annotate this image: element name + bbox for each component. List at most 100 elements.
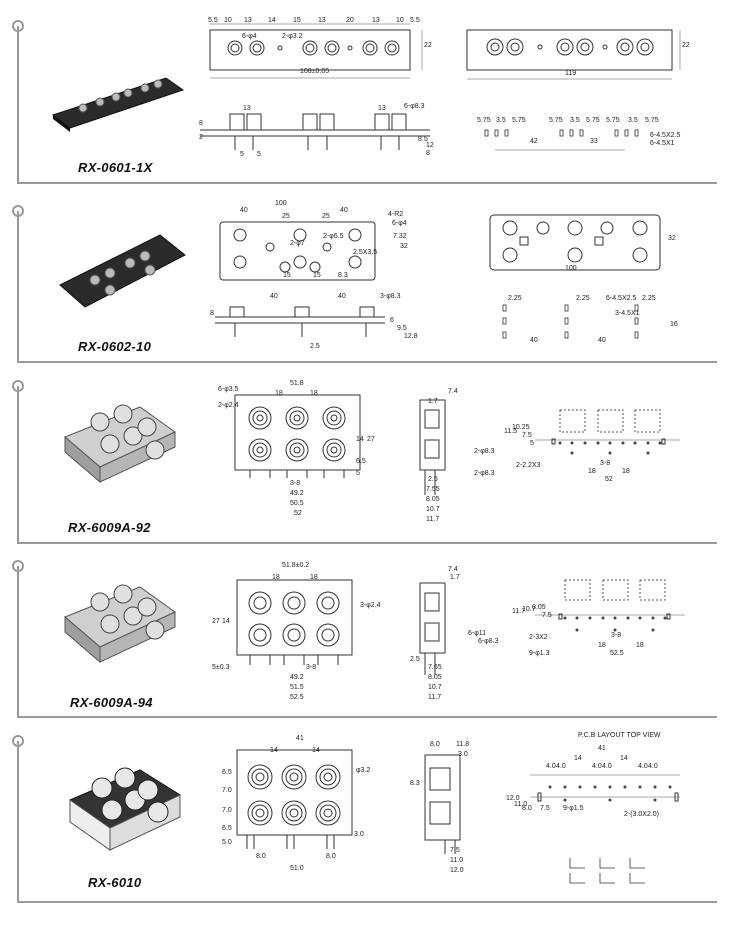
dim-label: 14 — [270, 747, 278, 754]
dim-label: 8.0 — [430, 741, 440, 748]
dim-label: 7.0 — [222, 807, 232, 814]
dim-label: 10 — [396, 17, 404, 24]
dim-label: 7.55 — [426, 486, 440, 493]
dim-label: 18 — [588, 468, 596, 475]
front-view-drawing — [219, 221, 376, 281]
front-view-drawing — [209, 23, 423, 79]
dim-label: 2.25 — [508, 295, 522, 302]
product-photo — [51, 77, 185, 132]
dim-label: 2.25 — [576, 295, 590, 302]
dim-label: 2.5X3.5 — [353, 249, 378, 256]
dim-label: 20 — [346, 17, 354, 24]
dim-label: 2 — [199, 134, 203, 141]
dim-label: 51.0 — [290, 865, 304, 872]
pcb-title: P.C.B LAYOUT TOP VIEW — [578, 732, 661, 739]
side-view-drawing — [424, 754, 461, 854]
dim-label: 10.7 — [426, 506, 440, 513]
dim-label: 3.5 — [570, 117, 580, 124]
dim-label: 14 — [356, 436, 364, 443]
pcb-layout-drawing — [535, 409, 680, 455]
dim-label: 3-φ8.3 — [380, 293, 401, 300]
dim-label: 3.5 — [628, 117, 638, 124]
dim-label: 8.0 — [522, 805, 532, 812]
dim-label: 8.05 — [426, 496, 440, 503]
dim-label: 41 — [598, 745, 606, 752]
dim-label: 5.0 — [222, 839, 232, 846]
section-divider — [17, 901, 717, 903]
side-view-drawing — [419, 399, 446, 495]
dim-label: 2.5 — [410, 656, 420, 663]
dim-label: 3-8 — [306, 664, 317, 671]
dim-label: 14 — [312, 747, 320, 754]
hole-label: 6-φ4 — [242, 33, 257, 40]
section-divider — [17, 361, 717, 363]
dim-label: 10.7 — [428, 684, 442, 691]
dim-label: 12.0 — [506, 795, 520, 802]
dim-label: 13 — [378, 105, 386, 112]
product-photo — [68, 767, 182, 851]
dim-label: 7.4 — [448, 388, 458, 395]
model-name: RX-6009A-94 — [70, 695, 153, 710]
dim-label: 15 — [283, 272, 291, 279]
dim-label: 40 — [340, 207, 348, 214]
dim-label: 11.5 — [504, 428, 518, 435]
top-view-drawing — [466, 29, 681, 80]
dim-label: 18 — [275, 390, 283, 397]
dim-label: 100 — [565, 265, 577, 272]
dim-label: 7.4 — [448, 566, 458, 573]
dim-label: 52 — [294, 510, 302, 517]
dim-label: 5.75 — [645, 117, 659, 124]
dim-label: 2-3X2 — [529, 634, 548, 641]
section-divider — [17, 716, 717, 718]
product-section-2: RX-0602-10 100 40 40 25 25 4-R2 6-φ4 2-φ… — [0, 200, 730, 370]
dim-label: 4.0 — [556, 763, 566, 770]
dim-label: 5.75 — [606, 117, 620, 124]
dim-label: 119 — [565, 70, 577, 77]
dim-label: 9.5 — [397, 325, 407, 332]
dim-label: 9-φ1.3 — [529, 650, 550, 657]
dim-label: 13 — [244, 17, 252, 24]
dim-label: 52.5 — [610, 650, 624, 657]
dim-label: 22 — [682, 42, 690, 49]
hole-label: 2-φ3.2 — [282, 33, 303, 40]
dim-label: 1.7 — [428, 398, 438, 405]
dim-label: 5 — [257, 151, 261, 158]
dim-label: 4-R2 — [388, 211, 404, 218]
front-view-drawing — [236, 579, 353, 665]
dim-label: 3.5 — [496, 117, 506, 124]
dim-label: 40 — [598, 337, 606, 344]
dim-label: 2.25 — [642, 295, 656, 302]
product-photo — [64, 584, 176, 664]
dim-label: 5±0.3 — [212, 664, 230, 671]
dim-label: 13 — [372, 17, 380, 24]
dim-label: 50.5 — [290, 500, 304, 507]
dim-label: 15 — [313, 272, 321, 279]
dim-label: 14 — [222, 618, 230, 625]
dim-label: 4.0 — [602, 763, 612, 770]
dim-label: 8.05 — [428, 674, 442, 681]
dim-label: 5.5 — [410, 17, 420, 24]
dim-label: 5 — [240, 151, 244, 158]
side-view-drawing — [419, 582, 446, 675]
dim-label: 3-8 — [290, 480, 301, 487]
dim-label: 5.75 — [477, 117, 491, 124]
dim-label: 6-φ8.3 — [478, 638, 499, 645]
model-name: RX-0602-10 — [78, 339, 152, 354]
product-photo — [64, 404, 176, 484]
dim-label: 11.7 — [428, 694, 442, 701]
product-section-3: RX-6009A-92 6-φ3.5 2-φ2.4 51.8 18 18 14 … — [0, 380, 730, 545]
dim-label: 7.5 — [450, 847, 460, 854]
dim-label: 18 — [272, 574, 280, 581]
dim-label: 18 — [310, 574, 318, 581]
dim-label: 51.8 — [290, 380, 304, 387]
product-section-1: RX-0601-1X 5.5 10 13 14 15 13 20 13 10 5… — [0, 17, 730, 185]
dim-label: 6.5 — [222, 769, 232, 776]
dim-label: 8.0 — [326, 853, 336, 860]
dim-label: 13 — [318, 17, 326, 24]
dim-label: 12.0 — [450, 867, 464, 874]
dim-label: 3.0 — [354, 831, 364, 838]
dim-label: 12.8 — [404, 333, 418, 340]
section-rail — [17, 26, 19, 184]
dim-label: 41 — [296, 735, 304, 742]
dim-label: 8.05 — [532, 604, 546, 611]
